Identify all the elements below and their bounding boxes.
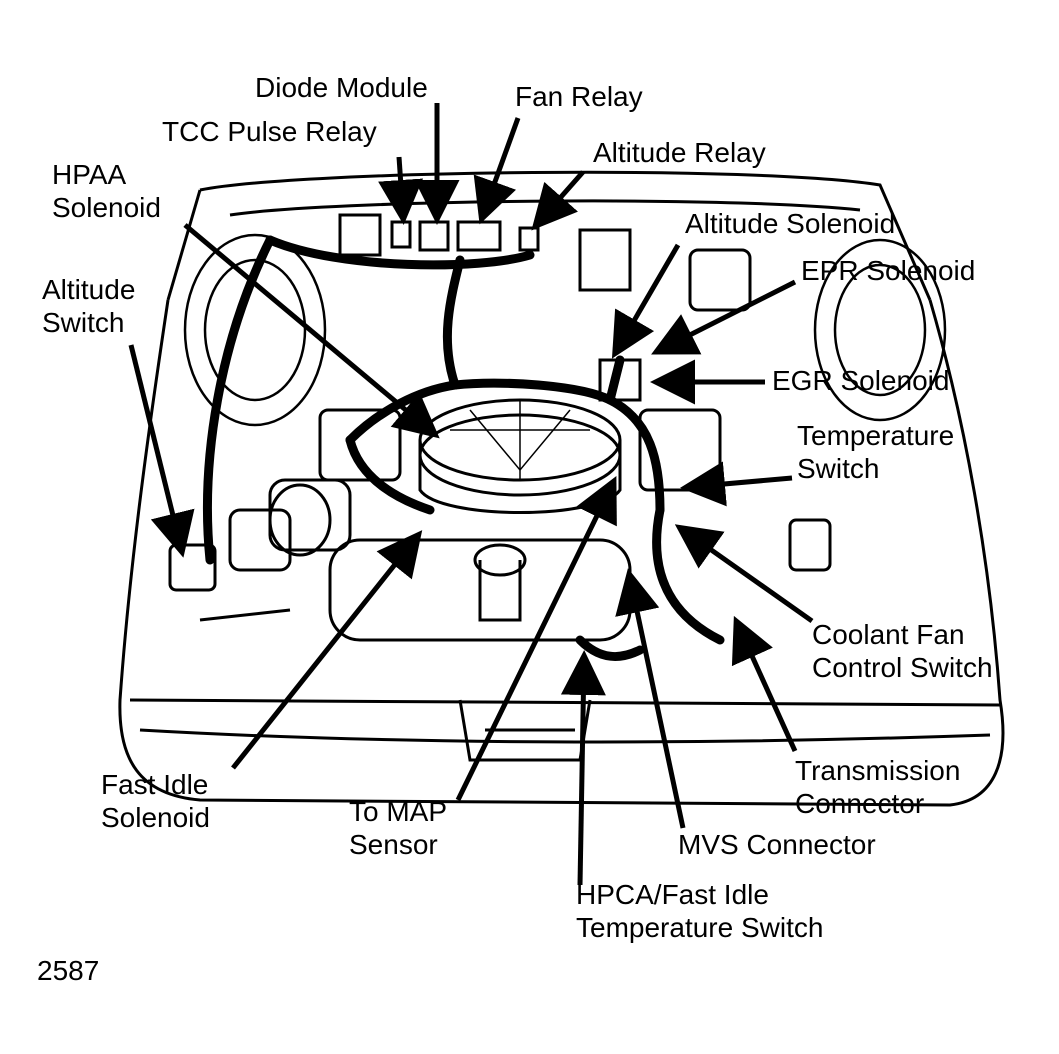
label-coolant-fan-control-switch: Coolant Fan Control Switch (812, 619, 993, 683)
label-transmission-connector: Transmission Connector (795, 755, 961, 819)
label-altitude-solenoid: Altitude Solenoid (685, 208, 896, 239)
callout-arrows (128, 103, 814, 886)
relay-bank (338, 213, 540, 257)
air-cleaner (418, 398, 622, 514)
label-hpca-fast-idle-temperature-switch: HPCA/Fast Idle Temperature Switch (576, 879, 824, 943)
engine-block (168, 228, 832, 642)
label-temperature-switch: Temperature Switch (797, 420, 955, 484)
fender-wells (183, 233, 947, 427)
label-diode-module: Diode Module (255, 72, 428, 103)
label-altitude-relay: Altitude Relay (593, 137, 766, 168)
label-fan-relay: Fan Relay (515, 81, 643, 112)
label-altitude-switch: Altitude Switch (42, 274, 136, 338)
label-egr-solenoid: EGR Solenoid (772, 365, 950, 396)
label-mvs-connector: MVS Connector (678, 829, 876, 860)
label-to-map-sensor: To MAP Sensor (349, 796, 448, 860)
label-epr-solenoid: EPR Solenoid (801, 255, 976, 286)
label-hpaa-solenoid: HPAA Solenoid (52, 159, 161, 223)
label-tcc-pulse-relay: TCC Pulse Relay (162, 116, 377, 147)
figure-number: 2587 (37, 955, 100, 986)
vehicle-body-outline (118, 170, 1005, 807)
label-fast-idle-solenoid: Fast Idle Solenoid (101, 769, 210, 833)
